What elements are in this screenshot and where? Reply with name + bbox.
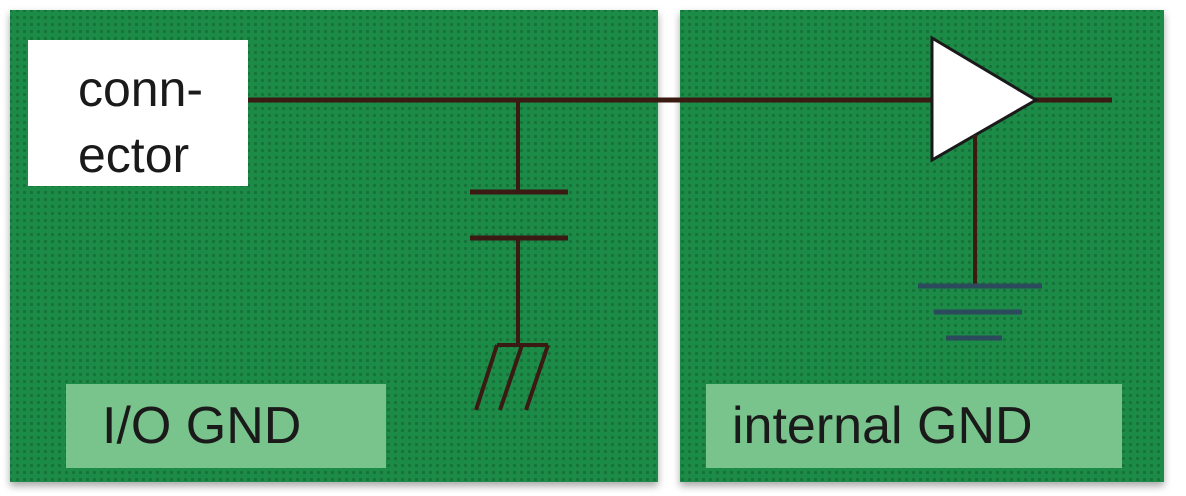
io-gnd-label: I/O GND	[66, 384, 386, 468]
connector-label-line1: conn-	[78, 61, 204, 117]
amplifier-triangle-icon	[930, 35, 1039, 163]
internal-gnd-label: internal GND	[706, 384, 1122, 468]
connector-label-line2: ector	[78, 127, 190, 183]
connector-box: conn- ector	[28, 40, 248, 186]
signal-ground-icon	[918, 283, 1042, 341]
capacitor-icon	[470, 100, 568, 345]
chassis-ground-icon	[474, 343, 550, 411]
